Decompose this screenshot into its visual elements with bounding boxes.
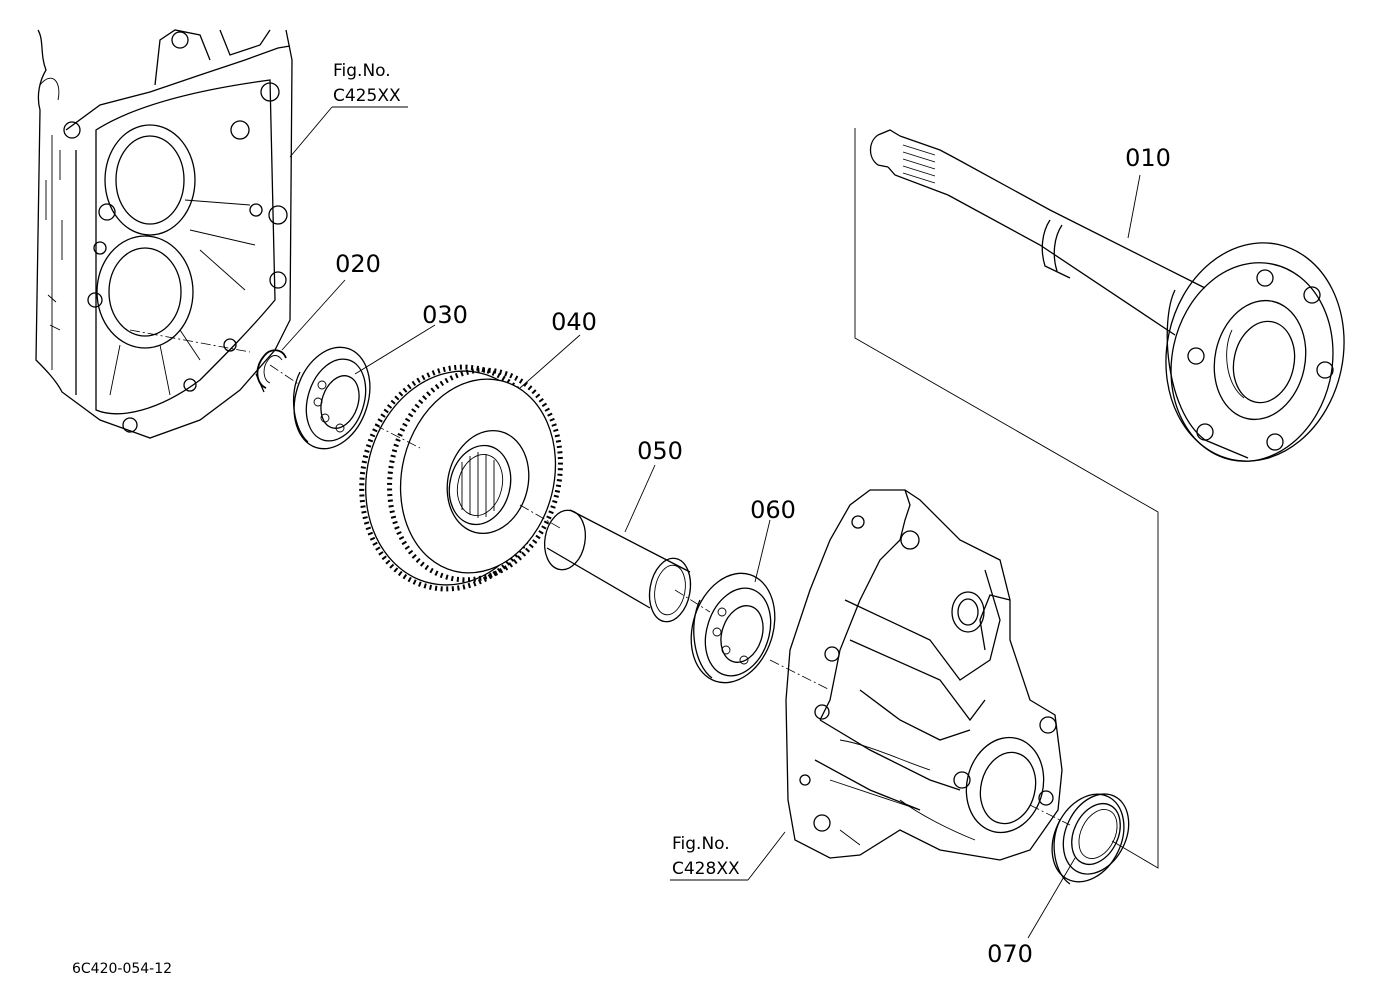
gear-case-housing <box>785 489 1063 861</box>
assembly-centerline <box>129 329 1071 826</box>
ref-bottom-line2: C428XX <box>672 859 740 879</box>
part-label-070: 070 <box>987 940 1033 968</box>
part-label-020: 020 <box>335 250 381 278</box>
ref-top-line1: Fig.No. <box>333 61 391 81</box>
part-010-flanged-shaft <box>854 128 1345 869</box>
part-010-frame <box>854 128 1159 869</box>
part-label-040: 040 <box>551 308 597 336</box>
part-070-oil-seal <box>1051 793 1130 885</box>
leader-010 <box>1127 174 1141 239</box>
leader-060 <box>754 519 771 583</box>
transmission-case-housing <box>35 29 293 439</box>
leader-lines <box>281 106 1141 939</box>
part-030-ball-bearing <box>292 346 371 450</box>
figure-references: Fig.No. C425XX Fig.No. C428XX <box>333 61 740 879</box>
part-label-010: 010 <box>1125 144 1171 172</box>
part-040-spur-gear <box>359 364 563 592</box>
part-label-030: 030 <box>422 301 468 329</box>
part-060-ball-bearing <box>690 572 776 684</box>
part-label-050: 050 <box>637 437 683 465</box>
leader-030 <box>354 324 436 375</box>
part-label-060: 060 <box>750 496 796 524</box>
part-020-snap-ring <box>255 349 287 393</box>
ref-bottom-line1: Fig.No. <box>672 834 730 854</box>
leader-ref-bottom <box>670 831 786 881</box>
leader-020 <box>281 279 346 351</box>
leader-070 <box>1027 857 1076 939</box>
leader-050 <box>624 464 656 533</box>
part-050-sleeve <box>543 509 692 623</box>
drawing-code: 6C420-054-12 <box>72 961 172 977</box>
leader-ref-top <box>289 106 408 158</box>
part-labels: 010 020 030 040 050 060 070 <box>335 144 1171 968</box>
leader-040 <box>519 334 581 389</box>
ref-top-line2: C425XX <box>333 86 401 106</box>
